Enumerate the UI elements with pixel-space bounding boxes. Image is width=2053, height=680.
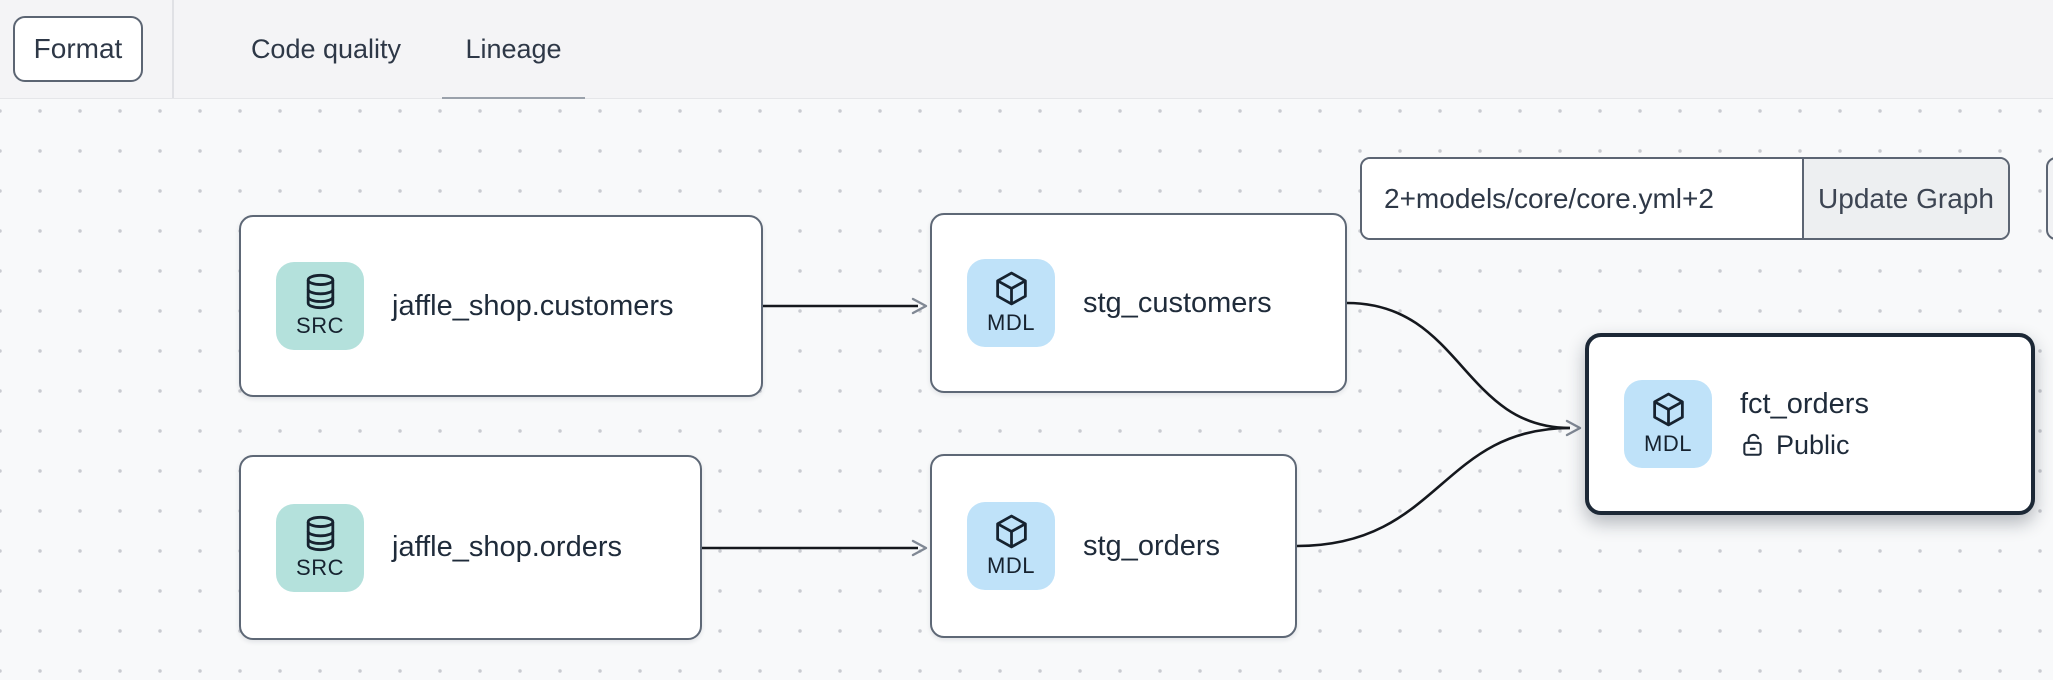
- badge-label: SRC: [296, 554, 344, 580]
- model-badge: MDL: [967, 259, 1055, 347]
- model-badge: MDL: [1624, 380, 1712, 468]
- tab-lineage[interactable]: Lineage: [465, 33, 562, 64]
- database-icon: [306, 273, 334, 310]
- cube-icon: [995, 514, 1027, 549]
- unlock-icon: [1743, 433, 1762, 456]
- cube-icon: [995, 271, 1027, 306]
- access-row: Public: [1740, 430, 1869, 461]
- lineage-selector-input[interactable]: [1362, 159, 1802, 238]
- node-title: jaffle_shop.orders: [392, 531, 623, 563]
- node-title: stg_customers: [1083, 286, 1272, 319]
- node-stg-customers[interactable]: MDL stg_customers: [930, 213, 1347, 393]
- editor-toolbar: Format Code quality Lineage: [0, 0, 2053, 103]
- node-title: stg_orders: [1083, 529, 1221, 562]
- badge-label: MDL: [987, 310, 1035, 335]
- node-fct-orders[interactable]: MDL fct_orders Public: [1585, 333, 2035, 515]
- badge-label: MDL: [987, 553, 1035, 578]
- node-stg-orders[interactable]: MDL stg_orders: [930, 454, 1297, 638]
- access-label: Public: [1776, 429, 1850, 460]
- update-graph-button[interactable]: Update Graph: [1802, 159, 2008, 238]
- node-title: fct_orders: [1740, 387, 1869, 420]
- cube-icon: [1652, 392, 1684, 427]
- node-title: jaffle_shop.customers: [392, 289, 674, 322]
- tab-code-quality[interactable]: Code quality: [250, 33, 402, 64]
- node-jaffle-shop-customers[interactable]: SRC jaffle_shop.customers: [239, 215, 763, 397]
- node-title-block: fct_orders Public: [1740, 388, 1869, 461]
- source-badge: SRC: [276, 262, 364, 350]
- clipped-control-button[interactable]: [2046, 157, 2053, 240]
- lineage-controls: Update Graph: [1360, 157, 2010, 240]
- format-button[interactable]: Format: [13, 16, 143, 82]
- node-jaffle-shop-orders[interactable]: SRC jaffle_shop.orders: [239, 455, 702, 640]
- source-badge: SRC: [276, 503, 364, 592]
- badge-label: MDL: [1644, 431, 1692, 456]
- toolbar-divider: [172, 0, 174, 98]
- badge-label: SRC: [296, 313, 344, 338]
- database-icon: [306, 515, 334, 551]
- model-badge: MDL: [967, 502, 1055, 590]
